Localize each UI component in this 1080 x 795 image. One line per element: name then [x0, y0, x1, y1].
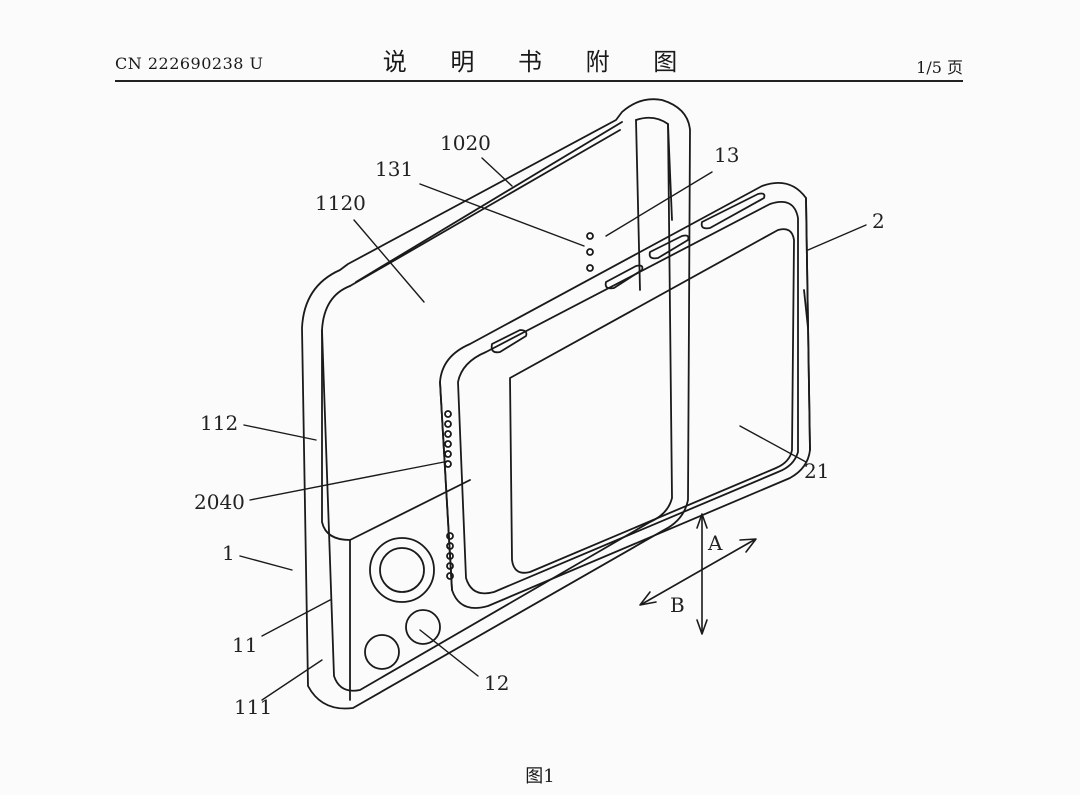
device-outline: [439, 182, 811, 609]
speaker-grille-lower: [446, 532, 454, 580]
label-b: B: [670, 593, 685, 617]
back-plate-top-edge-2: [355, 121, 623, 283]
direction-arrow-b: [639, 538, 757, 606]
direction-arrow-a: [696, 513, 708, 635]
case-slot-edge: [635, 119, 641, 291]
case-inner-rim: [321, 116, 673, 692]
page-number: 1/5 页: [916, 58, 963, 77]
label-13: 13: [714, 143, 739, 167]
main-camera-ring: [369, 537, 435, 603]
case-outline: [301, 98, 691, 710]
top-button-3: [700, 192, 766, 230]
camera-lens-2: [364, 634, 400, 670]
label-111: 111: [234, 695, 272, 719]
label-131: 131: [375, 157, 413, 181]
device-side-button: [803, 289, 809, 329]
label-112: 112: [200, 411, 238, 435]
page-title: 说 明 书 附 图: [382, 48, 696, 76]
top-button-2: [648, 234, 690, 260]
label-12: 12: [484, 671, 509, 695]
device-side: [439, 381, 453, 591]
speaker-grille-upper: [444, 410, 452, 468]
usb-port: [490, 329, 528, 354]
label-1: 1: [222, 541, 235, 565]
figure-caption: 图1: [525, 766, 555, 787]
camera-lens-3: [405, 609, 441, 645]
device-bezel: [457, 200, 799, 595]
label-2040: 2040: [194, 490, 245, 514]
label-a: A: [707, 531, 723, 555]
case-slot-edge-2: [667, 123, 673, 221]
label-1020: 1020: [440, 131, 491, 155]
page-header: CN 222690238 U 说 明 书 附 图 1/5 页: [115, 42, 963, 82]
label-11: 11: [232, 633, 257, 657]
label-21: 21: [804, 459, 829, 483]
label-2: 2: [872, 209, 885, 233]
device-screen: [509, 228, 795, 574]
top-button-1: [604, 264, 644, 290]
mic-holes: [586, 232, 594, 272]
publication-number: CN 222690238 U: [115, 54, 264, 73]
main-camera-lens: [379, 547, 425, 593]
label-1120: 1120: [315, 191, 366, 215]
